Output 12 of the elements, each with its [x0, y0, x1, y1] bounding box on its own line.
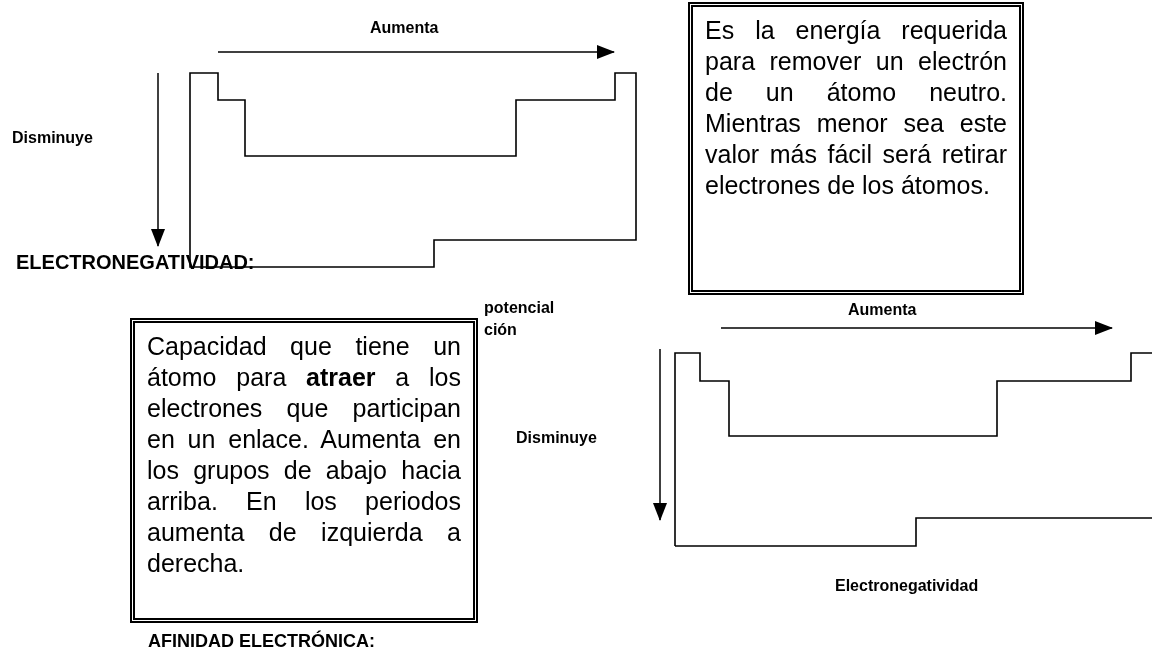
- definition-text: Capacidad que tiene un átomo para atraer a los electrones que participan en un enlace. Aumenta en los grupos de abajo hacia arriba. En los periodos aumenta de izquierda a derecha.: [147, 331, 461, 579]
- axis-label: Disminuye: [12, 128, 93, 148]
- axis-label: ción: [484, 320, 517, 340]
- definition-box: [130, 318, 478, 623]
- definition-box: [688, 2, 1024, 295]
- axis-label: Aumenta: [370, 18, 439, 38]
- axis-label: AFINIDAD ELECTRÓNICA:: [148, 630, 375, 653]
- axis-label: Aumenta: [848, 300, 917, 320]
- axis-label: Electronegatividad: [835, 576, 979, 596]
- definition-text: Es la energía requerida para remover un electrón de un átomo neutro. Mientras menor sea este valor más fácil será retirar electrones de los átomos.: [705, 15, 1007, 201]
- axis-label: potencial: [484, 298, 555, 318]
- axis-label: Disminuye: [516, 428, 597, 448]
